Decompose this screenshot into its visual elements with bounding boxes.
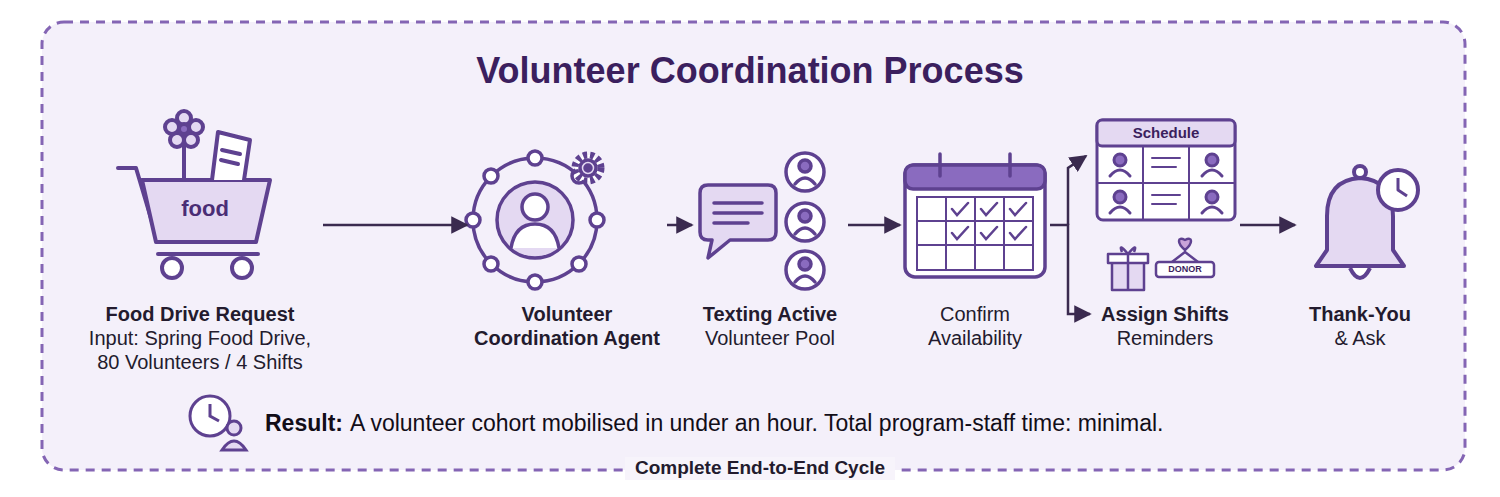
step-title: Assign Shifts bbox=[1090, 302, 1240, 326]
result-text: A volunteer cohort mobilised in under an… bbox=[350, 410, 1164, 438]
step-detail: Reminders bbox=[1090, 326, 1240, 350]
diagram-caption: Complete End-to-End Cycle bbox=[625, 457, 895, 480]
cart-icon bbox=[118, 111, 270, 278]
schedule-header: Schedule bbox=[1133, 124, 1200, 142]
calendar-icon bbox=[905, 154, 1045, 277]
process-step: Food Drive RequestInput: Spring Food Dri… bbox=[77, 130, 323, 374]
gift-donor-icon bbox=[1108, 239, 1214, 290]
step-detail: Input: Spring Food Drive, 80 Volunteers … bbox=[77, 326, 323, 374]
bell-icon bbox=[1316, 166, 1418, 278]
flow-arrow bbox=[1050, 225, 1090, 314]
step-title: Confirm Availability bbox=[900, 302, 1050, 350]
process-step: Thank-You& Ask bbox=[1295, 130, 1425, 350]
step-title: Volunteer Coordination Agent bbox=[467, 302, 667, 350]
flow-arrow bbox=[1240, 224, 1295, 227]
step-detail: & Ask bbox=[1295, 326, 1425, 350]
schedule-icon bbox=[1097, 120, 1235, 220]
agent-icon bbox=[466, 151, 604, 289]
donor-tag: DONOR bbox=[1168, 264, 1202, 275]
process-step: Assign ShiftsReminders bbox=[1090, 130, 1240, 350]
result-heading: Result: bbox=[265, 410, 343, 438]
flow-arrow bbox=[667, 224, 692, 227]
flow-arrow bbox=[848, 224, 900, 227]
step-title: Texting Active bbox=[692, 302, 848, 326]
diagram-title: Volunteer Coordination Process bbox=[0, 50, 1500, 92]
process-step: Texting ActiveVolunteer Pool bbox=[692, 130, 848, 350]
cart-label: food bbox=[181, 196, 229, 222]
flow-arrow bbox=[323, 224, 467, 227]
result-icon bbox=[190, 396, 246, 450]
step-detail: Volunteer Pool bbox=[692, 326, 848, 350]
process-step: Confirm Availability bbox=[900, 130, 1050, 350]
fork-arrow bbox=[1068, 156, 1086, 225]
step-title: Food Drive Request bbox=[77, 302, 323, 326]
texting-icon bbox=[700, 153, 824, 289]
process-step: Volunteer Coordination Agent bbox=[467, 130, 667, 350]
step-title: Thank-You bbox=[1295, 302, 1425, 326]
